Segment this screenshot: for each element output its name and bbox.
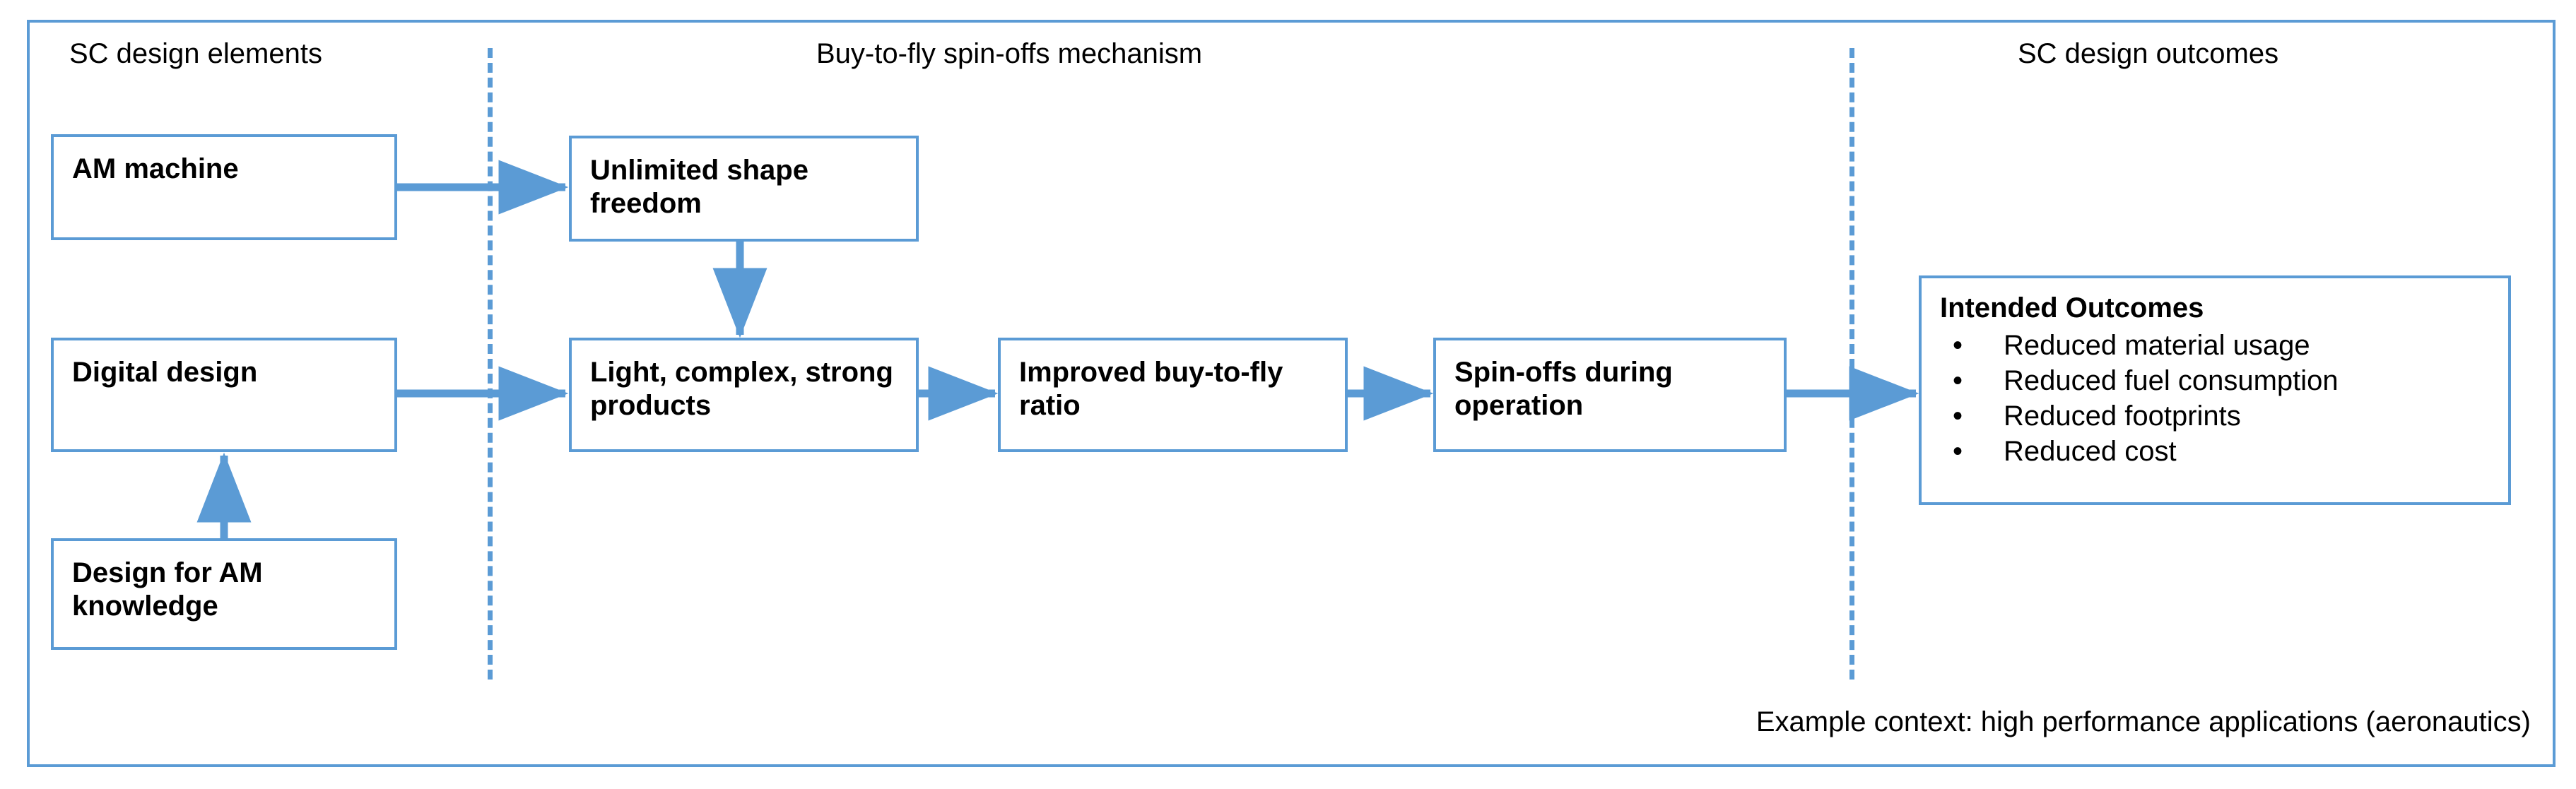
list-item-label: Reduced material usage [2004,330,2310,361]
intended-outcomes-list: • Reduced material usage • Reduced fuel … [1940,328,2508,469]
list-item: • Reduced cost [1940,434,2508,469]
bullet-icon: • [1953,436,1963,467]
bullet-icon: • [1953,401,1963,432]
node-unlimited-shape-freedom[interactable]: Unlimited shape freedom [569,136,919,242]
node-design-for-am-knowledge[interactable]: Design for AM knowledge [51,538,397,650]
node-spin-offs-during-operation[interactable]: Spin-offs during operation [1433,338,1787,452]
node-am-machine-label: AM machine [72,153,239,184]
intended-outcomes-title: Intended Outcomes [1940,292,2204,324]
node-improved-buy-to-fly-ratio[interactable]: Improved buy-to-fly ratio [998,338,1348,452]
node-light-complex-strong-products-label: Light, complex, strong products [590,357,893,422]
example-context-caption: Example context: high performance applic… [1755,706,2531,737]
list-item-label: Reduced footprints [2004,401,2241,432]
bullet-icon: • [1953,330,1963,361]
node-digital-design-label: Digital design [72,357,258,388]
list-item: • Reduced fuel consumption [1940,363,2508,398]
list-item: • Reduced footprints [1940,398,2508,434]
node-spin-offs-during-operation-label: Spin-offs during operation [1454,357,1673,422]
node-unlimited-shape-freedom-label: Unlimited shape freedom [590,155,808,220]
column-header-buy-to-fly-mechanism: Buy-to-fly spin-offs mechanism [816,38,1203,69]
node-improved-buy-to-fly-ratio-label: Improved buy-to-fly ratio [1019,357,1283,422]
bullet-icon: • [1953,365,1963,396]
node-intended-outcomes[interactable]: Intended Outcomes • Reduced material usa… [1919,275,2511,505]
node-design-for-am-knowledge-label: Design for AM knowledge [72,557,263,622]
list-item-label: Reduced fuel consumption [2004,365,2339,396]
node-light-complex-strong-products[interactable]: Light, complex, strong products [569,338,919,452]
node-digital-design[interactable]: Digital design [51,338,397,452]
column-header-sc-design-outcomes: SC design outcomes [2018,38,2279,69]
list-item-label: Reduced cost [2004,436,2177,467]
dashed-divider-right [1849,48,1854,680]
list-item: • Reduced material usage [1940,328,2508,363]
column-header-sc-design-elements: SC design elements [69,38,322,69]
node-am-machine[interactable]: AM machine [51,134,397,240]
dashed-divider-left [488,48,493,680]
